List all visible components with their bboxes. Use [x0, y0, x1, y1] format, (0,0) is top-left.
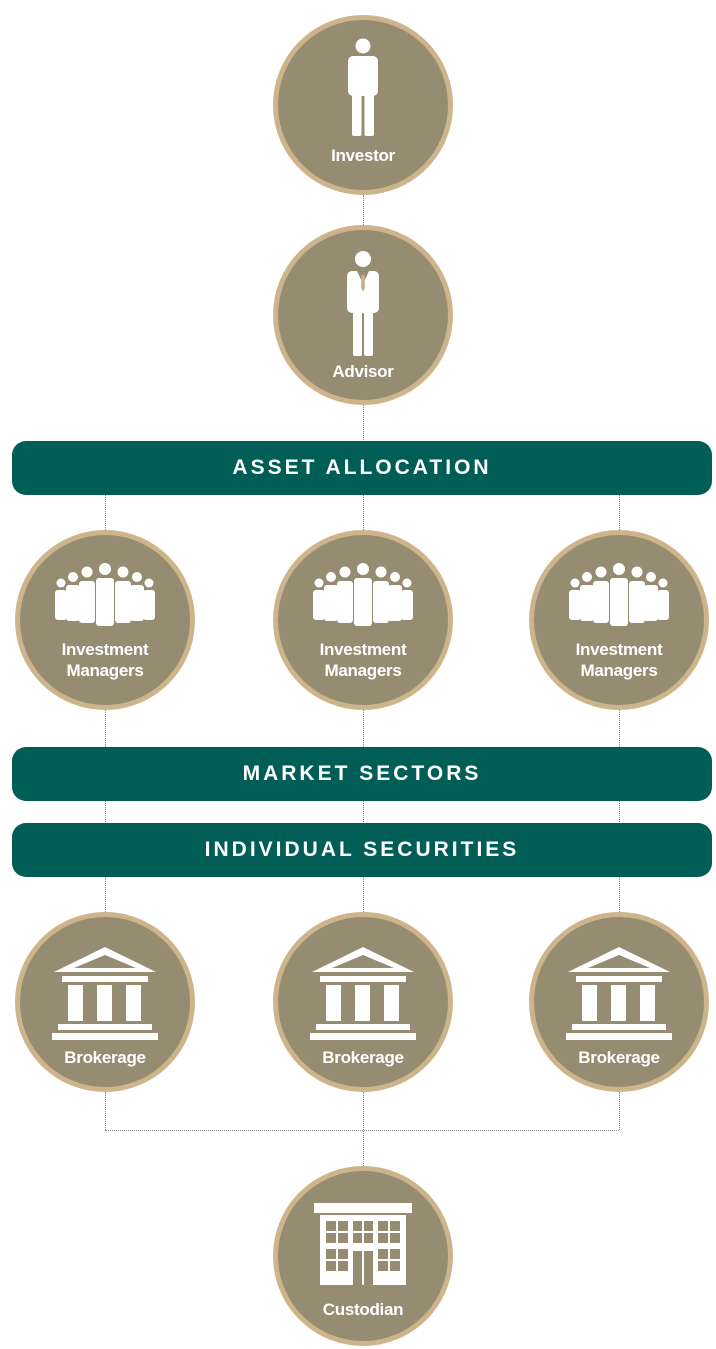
investment-managers-node-1: Investment Managers	[15, 530, 195, 710]
custodian-label: Custodian	[322, 1300, 404, 1319]
investor-node: Investor	[273, 15, 453, 195]
brokerage-label-3: Brokerage	[578, 1048, 660, 1067]
advisor-node: Advisor	[273, 225, 453, 405]
connector-manager-1-sectors	[105, 710, 106, 747]
person-suit-icon	[347, 251, 379, 356]
brokerage-node-2: Brokerage	[273, 912, 453, 1092]
group-icon	[313, 563, 413, 626]
investment-managers-node-2: Investment Managers	[273, 530, 453, 710]
group-icon	[55, 563, 155, 626]
brokerage-node-3: Brokerage	[529, 912, 709, 1092]
bank-icon	[566, 947, 672, 1040]
person-icon	[348, 38, 378, 136]
investment-managers-node-3: Investment Managers	[529, 530, 709, 710]
connector-brokerage-2-down	[363, 1092, 364, 1166]
investor-label: Investor	[331, 146, 395, 165]
individual-securities-bar: INDIVIDUAL SECURITIES	[12, 823, 712, 877]
connector-manager-2-sectors	[363, 710, 364, 747]
brokerage-label-2: Brokerage	[322, 1048, 404, 1067]
connector-manager-3-sectors	[619, 710, 620, 747]
investment-managers-label-1: Investment Managers	[61, 640, 149, 680]
connector-allocation-manager-3	[619, 495, 620, 530]
connector-sectors-securities-3	[619, 800, 620, 824]
connector-securities-brokerage-3	[619, 876, 620, 912]
connector-brokerage-3-down	[619, 1092, 620, 1130]
brokerage-label-1: Brokerage	[64, 1048, 146, 1067]
connector-allocation-manager-2	[363, 495, 364, 530]
connector-securities-brokerage-1	[105, 876, 106, 912]
connector-allocation-manager-1	[105, 495, 106, 530]
connector-securities-brokerage-2	[363, 876, 364, 912]
connector-brokerage-join	[105, 1130, 619, 1131]
connector-sectors-securities-2	[363, 800, 364, 824]
connector-sectors-securities-1	[105, 800, 106, 824]
market-sectors-bar: MARKET SECTORS	[12, 747, 712, 801]
connector-advisor-asset-allocation	[363, 405, 364, 442]
building-icon	[314, 1203, 412, 1285]
asset-allocation-bar: ASSET ALLOCATION	[12, 441, 712, 495]
bank-icon	[52, 947, 158, 1040]
group-icon	[569, 563, 669, 626]
connector-investor-advisor	[363, 195, 364, 225]
advisor-label: Advisor	[332, 362, 394, 381]
investment-managers-label-2: Investment Managers	[319, 640, 407, 680]
connector-brokerage-1-down	[105, 1092, 106, 1130]
custodian-node: Custodian	[273, 1166, 453, 1346]
bank-icon	[310, 947, 416, 1040]
brokerage-node-1: Brokerage	[15, 912, 195, 1092]
investment-managers-label-3: Investment Managers	[575, 640, 663, 680]
